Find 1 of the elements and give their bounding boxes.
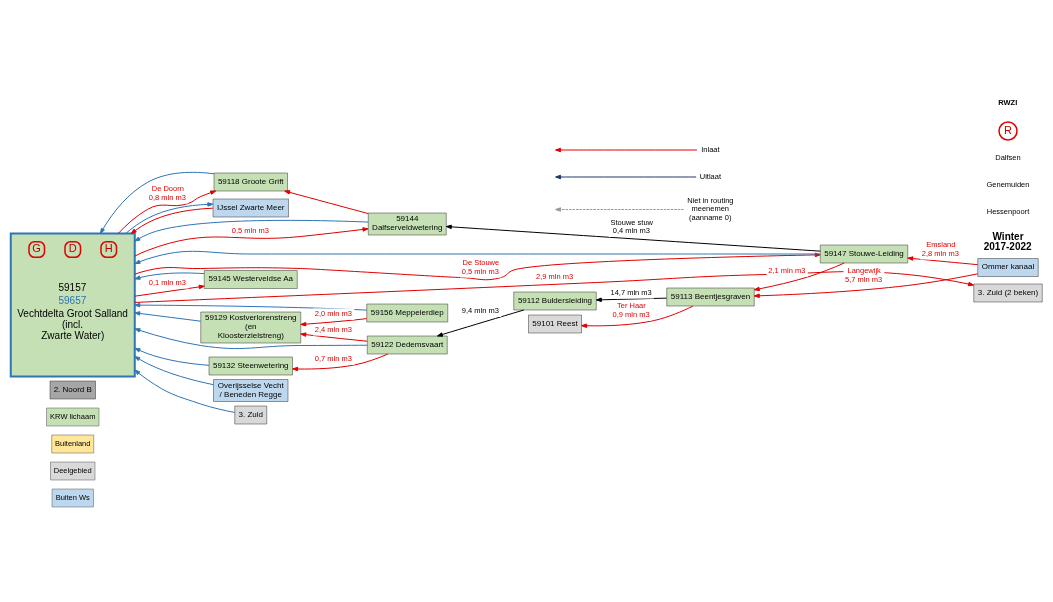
label: R [1004, 123, 1012, 136]
